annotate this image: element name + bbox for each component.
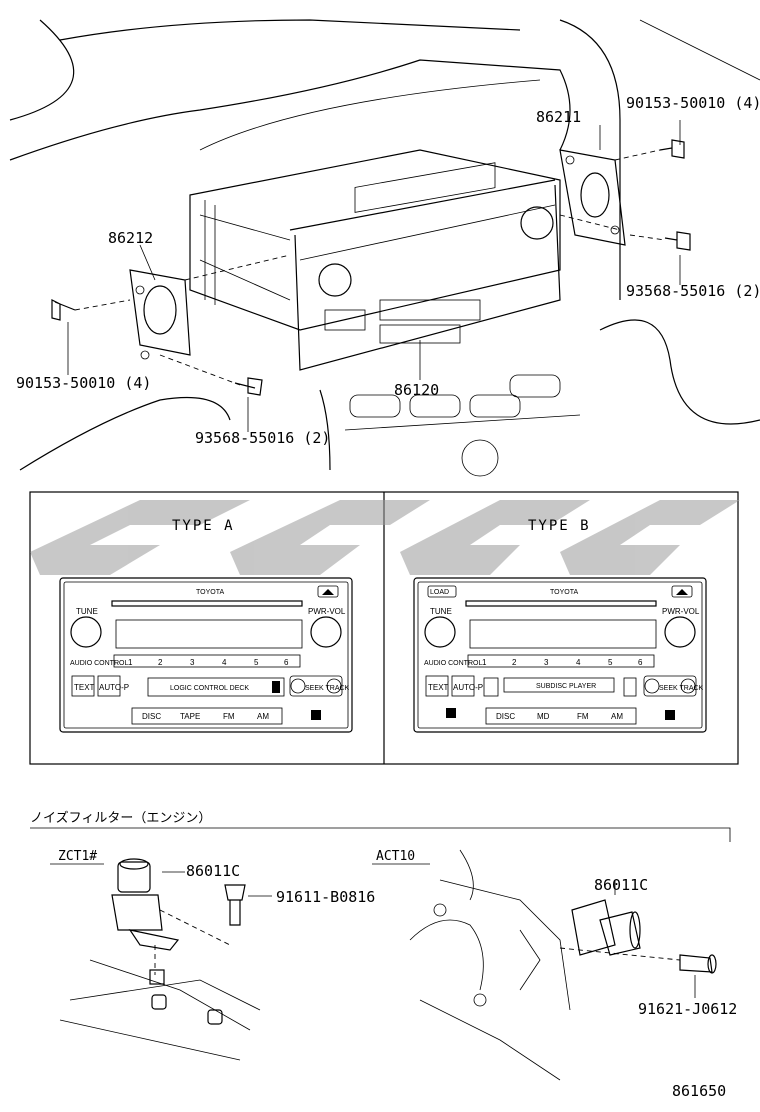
radio-a-mode-disc: DISC xyxy=(142,712,161,721)
bracket-right-drawing xyxy=(559,149,626,246)
part-86120-label: 86120 xyxy=(394,381,439,399)
radio-b-display: SUBDISC PLAYER xyxy=(536,683,596,690)
radio-a-text-button: TEXT xyxy=(74,683,95,692)
radio-b-presets: 1 2 3 4 5 6 xyxy=(467,654,655,668)
radio-b-mode-fm: FM xyxy=(577,712,589,721)
radio-b-mode-am: AM xyxy=(611,712,623,721)
radio-a-audio-control: AUDIO CONTROL xyxy=(70,660,128,667)
type-b-label: TYPE B xyxy=(528,518,591,534)
radio-a-brand: TOYOTA xyxy=(196,589,224,596)
part-90153-left-label: 90153-50010 (4) xyxy=(16,374,151,392)
radio-b-brand: TOYOTA xyxy=(550,589,578,596)
radio-unit-drawing xyxy=(189,149,561,371)
radio-a-mode-am: AM xyxy=(257,712,269,721)
radio-a-faceplate xyxy=(59,577,353,733)
radio-a-preset-2: 2 xyxy=(158,658,163,667)
radio-b-tune: TUNE xyxy=(430,607,452,616)
radio-a-preset-6: 6 xyxy=(284,658,289,667)
part-93568-right-label: 93568-55016 (2) xyxy=(626,282,760,300)
radio-b-load: LOAD xyxy=(430,589,449,596)
part-91621-label: 91621-J0612 xyxy=(638,1000,737,1018)
radio-a-pwr-vol: PWR-VOL xyxy=(308,607,346,616)
type-a-label: TYPE A xyxy=(172,518,235,534)
zct-label: ZCT1# xyxy=(58,849,97,864)
figure-code: 861650 xyxy=(672,1082,726,1100)
part-86211-label: 86211 xyxy=(536,108,581,126)
radio-b-mode-disc: DISC xyxy=(496,712,515,721)
radio-b-pwr-vol: PWR-VOL xyxy=(662,607,700,616)
radio-b-preset-4: 4 xyxy=(576,658,581,667)
radio-b-preset-5: 5 xyxy=(608,658,613,667)
radio-b-text-button: TEXT xyxy=(428,683,449,692)
radio-a-seek-track: SEEK TRACK xyxy=(305,685,350,692)
radio-b-auto-p-button: AUTO-P xyxy=(453,683,483,692)
radio-a-mode-tape: TAPE xyxy=(180,712,200,721)
radio-a-preset-4: 4 xyxy=(222,658,227,667)
radio-b-mode-md: MD xyxy=(537,712,550,721)
radio-b-seek-track: SEEK TRACK xyxy=(659,685,704,692)
radio-a-tune: TUNE xyxy=(76,607,98,616)
part-93568-left-label: 93568-55016 (2) xyxy=(195,429,330,447)
radio-b-preset-2: 2 xyxy=(512,658,517,667)
radio-a-preset-1: 1 xyxy=(128,658,133,667)
radio-a-preset-5: 5 xyxy=(254,658,259,667)
type-table xyxy=(29,491,739,765)
part-86011c-left-label: 86011C xyxy=(186,862,240,880)
part-90153-right-label: 90153-50010 (4) xyxy=(626,94,760,112)
radio-a-auto-p-button: AUTO-P xyxy=(99,683,129,692)
radio-a-display: LOGIC CONTROL DECK xyxy=(170,685,249,692)
radio-b-preset-1: 1 xyxy=(482,658,487,667)
noise-filter-bracket xyxy=(30,827,731,842)
leader-lines-top xyxy=(67,120,681,432)
noise-filter-right-drawing xyxy=(409,849,717,1081)
guide-lines xyxy=(74,149,666,386)
radio-a-mode-fm: FM xyxy=(223,712,235,721)
radio-b-audio-control: AUDIO CONTROL xyxy=(424,660,482,667)
noise-filter-heading: ノイズフィルター（エンジン） xyxy=(30,810,211,826)
act-label: ACT10 xyxy=(376,849,415,864)
radio-a-presets: 1 2 3 4 5 6 xyxy=(113,654,301,668)
radio-b-preset-6: 6 xyxy=(638,658,643,667)
part-91611-label: 91611-B0816 xyxy=(276,888,375,906)
radio-a-preset-3: 3 xyxy=(190,658,195,667)
screw-icons xyxy=(51,139,691,396)
dashboard-outline xyxy=(9,19,760,477)
noise-filter-left-drawing xyxy=(59,858,272,1061)
watermark-logo xyxy=(30,500,740,575)
bracket-left-drawing xyxy=(129,269,191,360)
part-86011c-right-label: 86011C xyxy=(594,876,648,894)
part-86212-label: 86212 xyxy=(108,229,153,247)
radio-b-faceplate xyxy=(413,577,707,733)
radio-b-preset-3: 3 xyxy=(544,658,549,667)
